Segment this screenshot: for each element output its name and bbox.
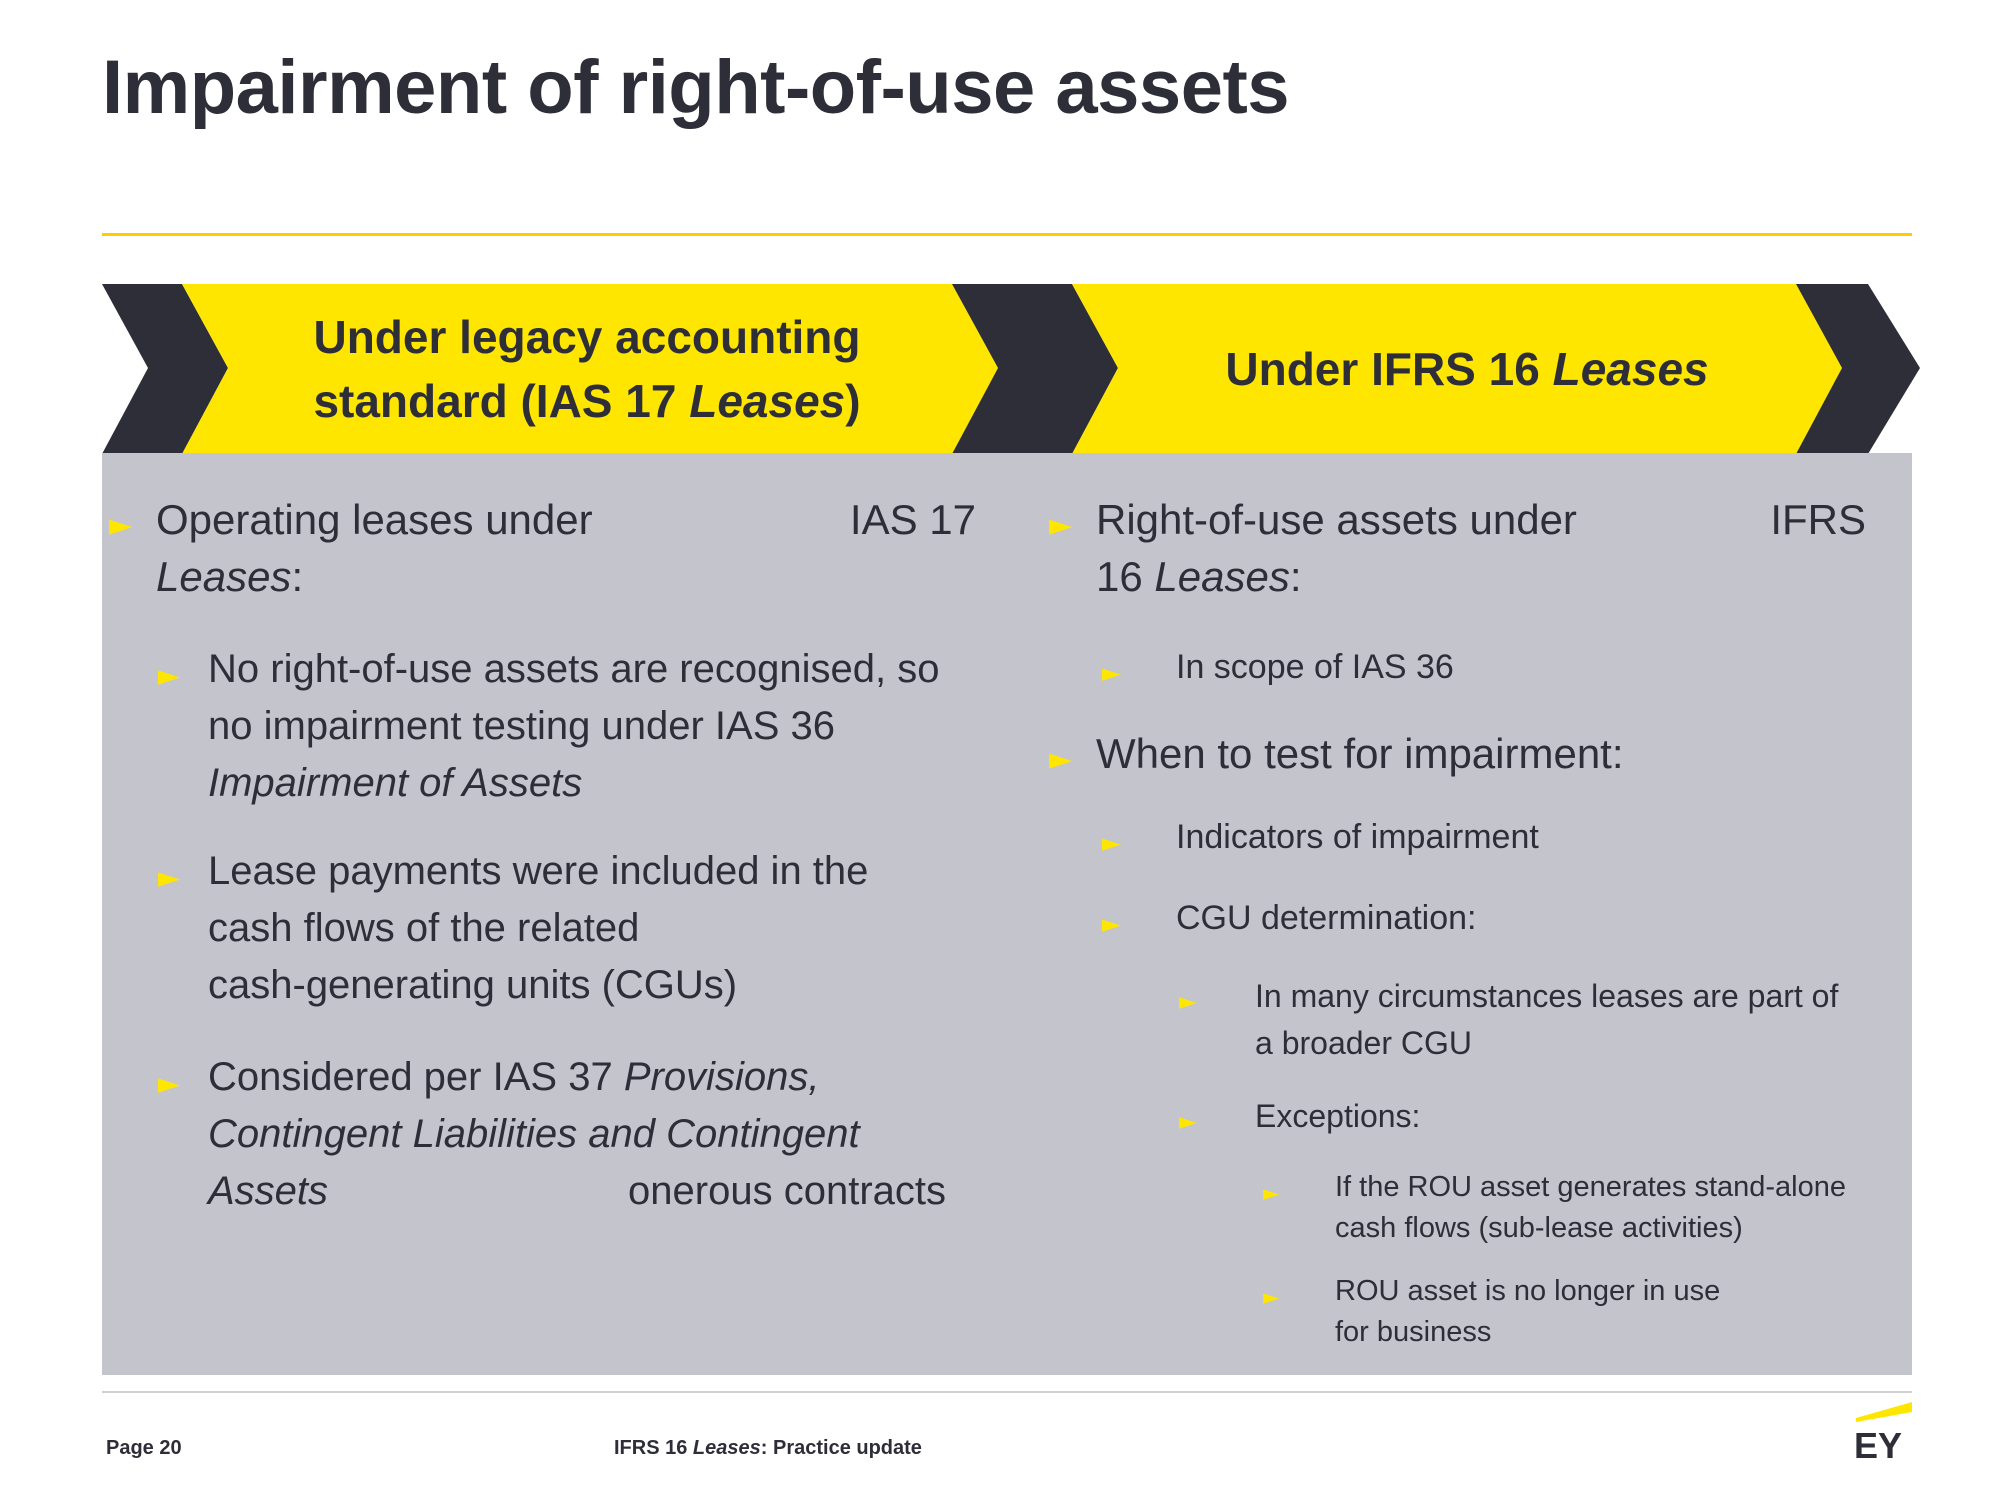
left-b2-line1: Lease payments were included in the [208,849,869,893]
left-heading-item: ► Operating leases under IAS 17 Leases: [109,491,976,605]
banner-legacy-line1: Under legacy accounting [313,311,861,363]
chevron-dark-middle [952,284,1118,454]
right-exceptions-text: Exceptions: [1255,1098,1421,1134]
right-heading-e: : [1289,553,1302,600]
left-heading-a: Operating leases under [156,496,593,543]
right-heading-b: IFRS [1770,496,1866,543]
footer-divider [102,1391,1912,1393]
right-bullet-when: ► When to test for impairment: [1049,725,1876,782]
footer-doc-b: Leases [692,1437,761,1459]
left-b2-line2: cash flows of the related [208,906,640,950]
right-when-text: When to test for impairment: [1096,730,1624,777]
chevron-yellow-left [182,284,998,454]
footer-page-number: Page 20 [106,1437,182,1459]
left-b3-a: Considered per IAS 37 [208,1055,624,1099]
chevron-yellow-right [1072,284,1842,454]
bullet-arrow-icon: ► [158,658,181,692]
right-bullet-cgu: ► CGU determination: [1102,894,1876,942]
bullet-arrow-icon: ► [109,508,133,543]
right-ex2-line1: ROU asset is no longer in use [1335,1275,1721,1307]
left-b3-line2: Contingent Liabilities and Contingent [208,1112,860,1156]
banner-ifrs16-text-a: Under IFRS 16 [1225,343,1553,395]
left-b2-line3: cash-generating units (CGUs) [208,963,738,1007]
right-scope-text: In scope of IAS 36 [1176,648,1454,686]
left-b1-line1: No right-of-use assets are recognised, s… [208,647,940,691]
left-b3-b: Provisions, [623,1055,820,1099]
left-b3-line3b: onerous contracts [628,1169,946,1213]
left-bullet-no-rou: ► No right-of-use assets are recognised,… [158,641,1008,812]
left-b1-line3: Impairment of Assets [208,761,583,805]
bullet-arrow-icon: ► [158,1066,181,1100]
right-ex1-line1: If the ROU asset generates stand-alone [1335,1171,1847,1203]
chevron-dark-end [1796,284,1920,454]
page-title: Impairment of right-of-use assets [102,45,1290,130]
title-divider [102,233,1912,236]
ey-logo: EY [1852,1400,1916,1466]
ey-logo-text: EY [1854,1425,1902,1462]
right-indicators-text: Indicators of impairment [1176,818,1539,856]
right-heading-item: ► Right-of-use assets under IFRS 16 Leas… [1049,491,1866,605]
left-b1-line2: no impairment testing under IAS 36 [208,704,836,748]
right-many-line2: a broader CGU [1255,1025,1472,1061]
bullet-arrow-icon: ► [1102,828,1121,857]
bullet-arrow-icon: ► [1102,658,1121,687]
left-bullet-ias37: ► Considered per IAS 37 Provisions, Cont… [158,1049,1008,1220]
left-heading-b: IAS 17 [849,496,976,543]
chevron-dark-start [102,284,228,454]
left-bullet-lease-payments: ► Lease payments were included in the ca… [158,843,1008,1014]
right-heading-a: Right-of-use assets under [1096,496,1577,543]
right-ex2-line2: for business [1335,1316,1492,1348]
footer-doc-c: : Practice update [760,1437,922,1459]
right-bullet-ex2: ► ROU asset is no longer in use for busi… [1263,1271,1905,1353]
bullet-arrow-icon: ► [1049,508,1073,543]
right-heading-c: 16 [1096,553,1155,600]
ey-logo-icon: EY [1854,1402,1912,1466]
left-b3-line3a: Assets [208,1169,329,1213]
bullet-arrow-icon: ► [1263,1181,1280,1205]
footer-doc-a: IFRS 16 [614,1437,693,1459]
right-heading-d: Leases [1154,553,1290,600]
right-ex1-line2: cash flows (sub-lease activities) [1335,1212,1743,1244]
bullet-arrow-icon: ► [158,860,181,894]
banner-legacy-line2c: ) [845,375,861,427]
bullet-arrow-icon: ► [1049,742,1073,777]
chevron-arrows-graphic [102,284,1920,454]
banner-ifrs16-text-b: Leases [1552,343,1709,395]
left-heading-d: : [291,553,304,600]
comparison-banner: Under legacy accounting standard (IAS 17… [102,284,1920,454]
banner-heading-ifrs16: Under IFRS 16 Leases [1112,284,1822,454]
left-heading-c: Leases [156,553,292,600]
right-bullet-many: ► In many circumstances leases are part … [1179,973,1907,1067]
bullet-arrow-icon: ► [1179,1109,1197,1135]
footer-document-title: IFRS 16 Leases: Practice update [614,1437,922,1460]
content-panel: ► Operating leases under IAS 17 Leases: … [102,453,1912,1375]
banner-legacy-line2b: Leases [689,375,846,427]
right-bullet-exceptions: ► Exceptions: [1179,1093,1907,1140]
right-many-line1: In many circumstances leases are part of [1255,978,1839,1014]
right-bullet-scope: ► In scope of IAS 36 [1102,643,1876,691]
bullet-arrow-icon: ► [1179,989,1197,1015]
banner-heading-legacy: Under legacy accounting standard (IAS 17… [272,284,902,454]
bullet-arrow-icon: ► [1102,909,1121,938]
right-bullet-indicators: ► Indicators of impairment [1102,813,1876,861]
bullet-arrow-icon: ► [1263,1285,1280,1309]
banner-legacy-line2a: standard (IAS 17 [313,375,690,427]
right-bullet-ex1: ► If the ROU asset generates stand-alone… [1263,1167,1905,1249]
right-cgu-text: CGU determination: [1176,899,1477,937]
